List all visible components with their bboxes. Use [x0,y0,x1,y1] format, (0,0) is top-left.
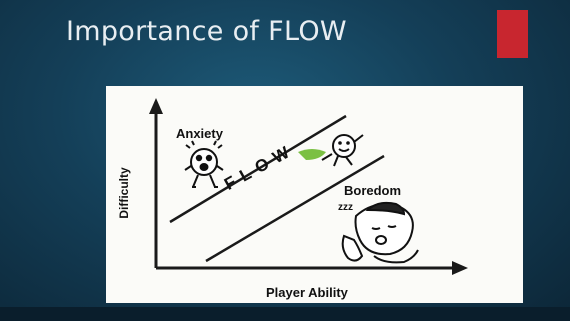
x-axis [156,261,468,275]
x-axis-label: Player Ability [266,285,348,300]
flow-channel-lower-line [205,154,385,263]
anxious-face-icon [184,140,224,188]
anxiety-label: Anxiety [176,126,223,141]
slide-bottom-edge [0,307,570,321]
sleeping-face-icon: zzz [338,201,419,264]
y-axis [149,98,163,268]
boredom-label: Boredom [344,183,402,198]
flow-diagram: zzz Anxiety FLOW Boredom Player Ability … [106,86,523,303]
flow-diagram-graphic: zzz [149,98,468,275]
flow-channel-upper-line [169,114,347,224]
svg-text:zzz: zzz [338,202,353,213]
flow-runner-icon [298,134,364,167]
slide-title: Importance of FLOW [66,16,347,47]
y-axis-label: Difficulty [117,167,131,219]
accent-block [497,10,528,58]
